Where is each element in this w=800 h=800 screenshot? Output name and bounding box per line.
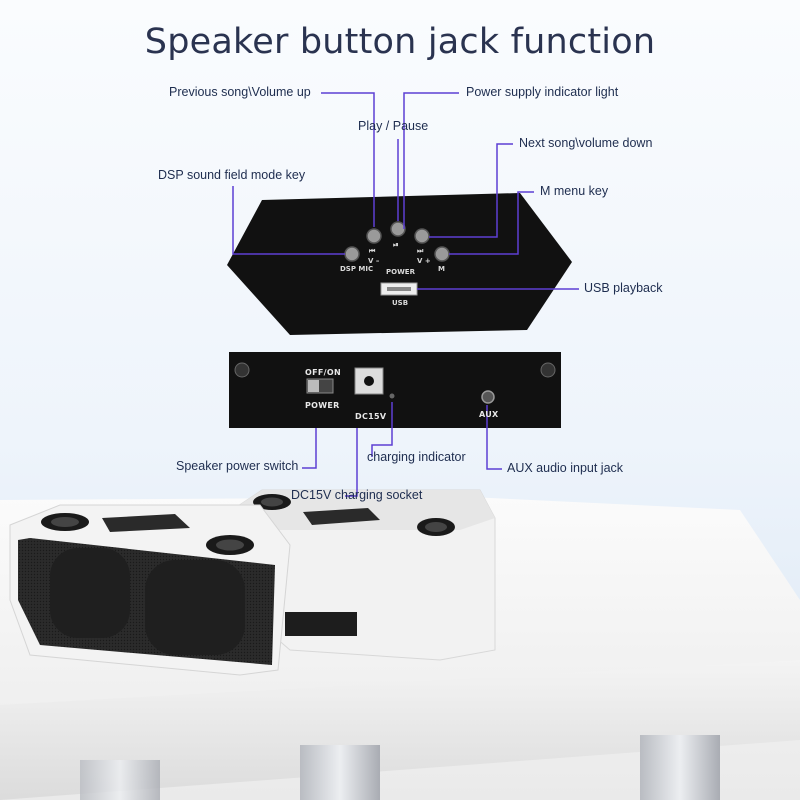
top-control-panel — [227, 193, 572, 335]
label-v-plus: V + — [417, 257, 431, 265]
callout-dsp-key: DSP sound field mode key — [158, 168, 306, 182]
rear-control-panel — [229, 352, 561, 428]
label-dsp-mic: DSP MIC — [340, 265, 374, 273]
label-prev-symbol: ⏮ — [369, 247, 376, 255]
speaker-front-view — [9, 504, 291, 676]
callout-prev-vol-up: Previous song\Volume up — [169, 85, 311, 99]
m-button — [434, 246, 450, 262]
callout-next-vol-down: Next song\volume down — [519, 136, 653, 150]
callout-power-indicator: Power supply indicator light — [466, 85, 619, 99]
aux-jack — [481, 390, 495, 404]
prev-vol-button — [366, 228, 382, 244]
callout-dc-socket: DC15V charging socket — [291, 488, 423, 502]
leader-lines — [232, 92, 579, 497]
label-aux: AUX — [479, 410, 499, 419]
label-dc15v: DC15V — [355, 412, 387, 421]
charging-led — [389, 393, 395, 399]
page-title: Speaker button jack function — [144, 22, 656, 62]
label-rear-power: POWER — [305, 401, 340, 410]
label-next-symbol: ⏭ — [417, 247, 424, 255]
callout-power-switch: Speaker power switch — [176, 459, 299, 473]
label-off-on: OFF/ON — [305, 368, 341, 377]
label-power: POWER — [386, 268, 415, 276]
next-vol-button — [414, 228, 430, 244]
label-v-minus: V – — [368, 257, 380, 265]
play-pause-button — [390, 221, 406, 237]
dsp-mic-button — [344, 246, 360, 262]
callout-play-pause: Play / Pause — [358, 119, 429, 133]
speaker-rear-view — [231, 489, 496, 661]
label-usb: USB — [392, 299, 409, 307]
callout-m-menu: M menu key — [540, 184, 609, 198]
label-m: M — [438, 265, 445, 273]
callout-aux-input: AUX audio input jack — [507, 461, 624, 475]
callout-charging-indicator: charging indicator — [367, 450, 466, 464]
callout-usb-playback: USB playback — [584, 281, 663, 295]
label-play-symbol: ⏯ — [393, 241, 399, 249]
